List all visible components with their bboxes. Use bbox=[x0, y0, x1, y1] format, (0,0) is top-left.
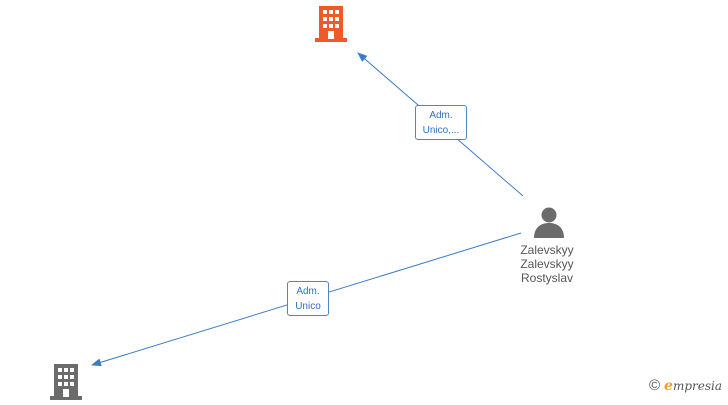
brand-name: mpresia bbox=[672, 379, 722, 393]
edge-label-top[interactable]: Adm. Unico,... bbox=[415, 105, 467, 140]
edge-label-line: Unico bbox=[295, 301, 321, 312]
person-name-line: Zalevskyy bbox=[520, 257, 574, 271]
person-name-line: Rostyslav bbox=[520, 271, 573, 285]
person-name-line: Zalevskyy bbox=[520, 243, 574, 257]
edge-label-line: Adm. bbox=[429, 110, 453, 121]
brand-initial: e bbox=[664, 378, 673, 394]
company-node-top[interactable] bbox=[314, 6, 348, 47]
building-icon bbox=[50, 364, 82, 400]
edge-label-line: Adm. bbox=[296, 286, 320, 297]
building-icon bbox=[315, 6, 347, 42]
company-node-bottom[interactable] bbox=[49, 364, 83, 405]
person-node[interactable] bbox=[533, 206, 565, 243]
copyright-symbol: © bbox=[648, 377, 661, 394]
edge-label-line: Unico,... bbox=[422, 125, 460, 136]
person-name[interactable]: Zalevskyy Zalevskyy Rostyslav bbox=[505, 243, 589, 285]
edge-label-bottom[interactable]: Adm. Unico bbox=[287, 281, 329, 316]
empresia-watermark: ©empresia bbox=[649, 377, 722, 394]
person-icon bbox=[534, 207, 564, 238]
